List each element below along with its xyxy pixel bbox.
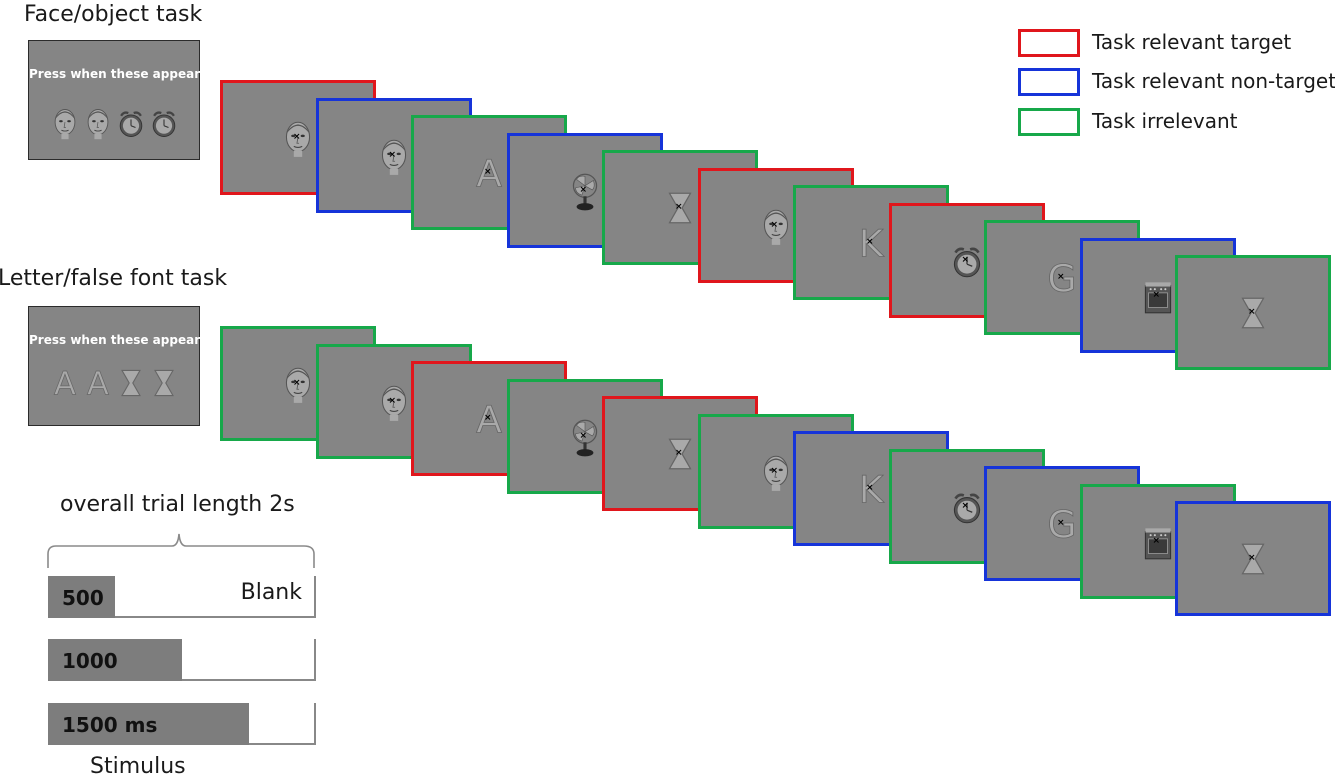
face-icon	[373, 381, 415, 423]
legend-label: Task irrelevant	[1092, 109, 1238, 133]
fixation-cross: ×	[293, 378, 301, 388]
duration-label: 500	[62, 586, 104, 610]
instruction-text: Press when these appear:	[29, 67, 205, 81]
face-object-task-title: Face/object task	[24, 2, 203, 27]
fixation-cross: ×	[1248, 307, 1256, 317]
duration-label: 1000	[62, 649, 118, 673]
fixation-cross: ×	[961, 254, 970, 265]
trial-length-label: overall trial length 2s	[60, 492, 295, 517]
fixation-cross: ×	[484, 413, 492, 423]
face-icon	[277, 363, 319, 405]
false-font-icon	[1232, 292, 1274, 334]
face-icon	[373, 135, 415, 177]
stimulus-letter: A	[476, 398, 502, 440]
blank-duration-line	[249, 743, 316, 745]
legend-swatch-blue	[1018, 68, 1080, 96]
stimulus-letter: G	[1047, 257, 1076, 299]
face-icon	[80, 105, 116, 145]
stimulus-frame: ×	[1175, 501, 1331, 616]
blank-duration-line	[115, 616, 316, 618]
face-icon	[755, 451, 797, 493]
letter-icon: K	[850, 221, 892, 266]
face-object-instruction-panel: Press when these appear:	[28, 40, 205, 160]
fixation-cross: ×	[770, 465, 779, 476]
fixation-cross: ×	[388, 149, 397, 160]
fixation-cross: ×	[388, 395, 397, 406]
timing-bar-1000: 1000	[48, 639, 316, 681]
fixation-cross: ×	[579, 184, 588, 195]
blank-label: Blank	[240, 580, 302, 605]
false-font-icon	[659, 187, 701, 229]
stimulus-letter: K	[859, 222, 885, 264]
letter-a-icon: A	[80, 364, 116, 405]
letter-false-font-task-title: Letter/false font task	[0, 266, 228, 291]
false-font-icon	[146, 365, 182, 405]
face-icon	[755, 205, 797, 247]
legend-label: Task relevant non-target	[1092, 69, 1335, 93]
stimulus-letter: A	[87, 365, 109, 401]
fixation-cross: ×	[1248, 553, 1256, 563]
fixation-cross: ×	[1057, 272, 1065, 282]
fixation-cross: ×	[866, 483, 874, 493]
trial-end-marker	[314, 576, 316, 618]
stimulus-letter: A	[476, 152, 502, 194]
legend-swatch-green	[1018, 108, 1080, 136]
legend-label: Task relevant target	[1092, 30, 1292, 54]
fixation-cross: ×	[770, 219, 779, 230]
fixation-cross: ×	[675, 202, 683, 212]
false-font-icon	[659, 433, 701, 475]
fixation-cross: ×	[484, 167, 492, 177]
letter-icon: K	[850, 467, 892, 512]
fan-icon	[564, 170, 606, 212]
fixation-cross: ×	[293, 132, 301, 142]
timing-bar-1500: 1500 ms	[48, 703, 316, 745]
fixation-cross: ×	[1057, 518, 1065, 528]
alarm-clock-icon	[146, 105, 182, 145]
stove-icon	[1137, 521, 1179, 563]
stimulus-frame: ×	[1175, 255, 1331, 370]
stove-icon	[1137, 275, 1179, 317]
blank-duration-line	[182, 679, 316, 681]
letter-icon: G	[1041, 256, 1083, 301]
false-font-icon	[113, 365, 149, 405]
fixation-cross: ×	[866, 237, 874, 247]
letter-icon: A	[468, 151, 510, 196]
fixation-cross: ×	[1152, 535, 1161, 546]
instruction-text: Press when these appear:	[29, 333, 205, 347]
legend-swatch-red	[1018, 29, 1080, 57]
fixation-cross: ×	[1152, 289, 1161, 300]
stimulus-letter: G	[1047, 503, 1076, 545]
letter-icon: A	[468, 397, 510, 442]
trial-end-marker	[314, 639, 316, 681]
letter-icon: G	[1041, 502, 1083, 547]
target-stimuli	[47, 105, 187, 145]
fan-icon	[564, 416, 606, 458]
letter-a-icon: A	[47, 364, 83, 405]
alarm-clock-icon	[113, 105, 149, 145]
stimulus-letter: K	[859, 468, 885, 510]
stimulus-duration-bar	[48, 639, 182, 681]
stimulus-duration-bar	[48, 576, 115, 618]
false-font-icon	[1232, 538, 1274, 580]
trial-end-marker	[314, 703, 316, 745]
face-icon	[47, 105, 83, 145]
stimulus-label: Stimulus	[90, 754, 186, 779]
alarm-clock-icon	[946, 486, 988, 528]
fixation-cross: ×	[961, 500, 970, 511]
stimulus-duration-bar	[48, 703, 249, 745]
timing-bar-500: 500 Blank	[48, 576, 316, 618]
fixation-cross: ×	[675, 448, 683, 458]
trial-length-brace	[47, 533, 315, 568]
face-icon	[277, 117, 319, 159]
alarm-clock-icon	[946, 240, 988, 282]
fixation-cross: ×	[579, 430, 588, 441]
stimulus-letter: A	[54, 365, 76, 401]
duration-label: 1500 ms	[62, 713, 158, 737]
